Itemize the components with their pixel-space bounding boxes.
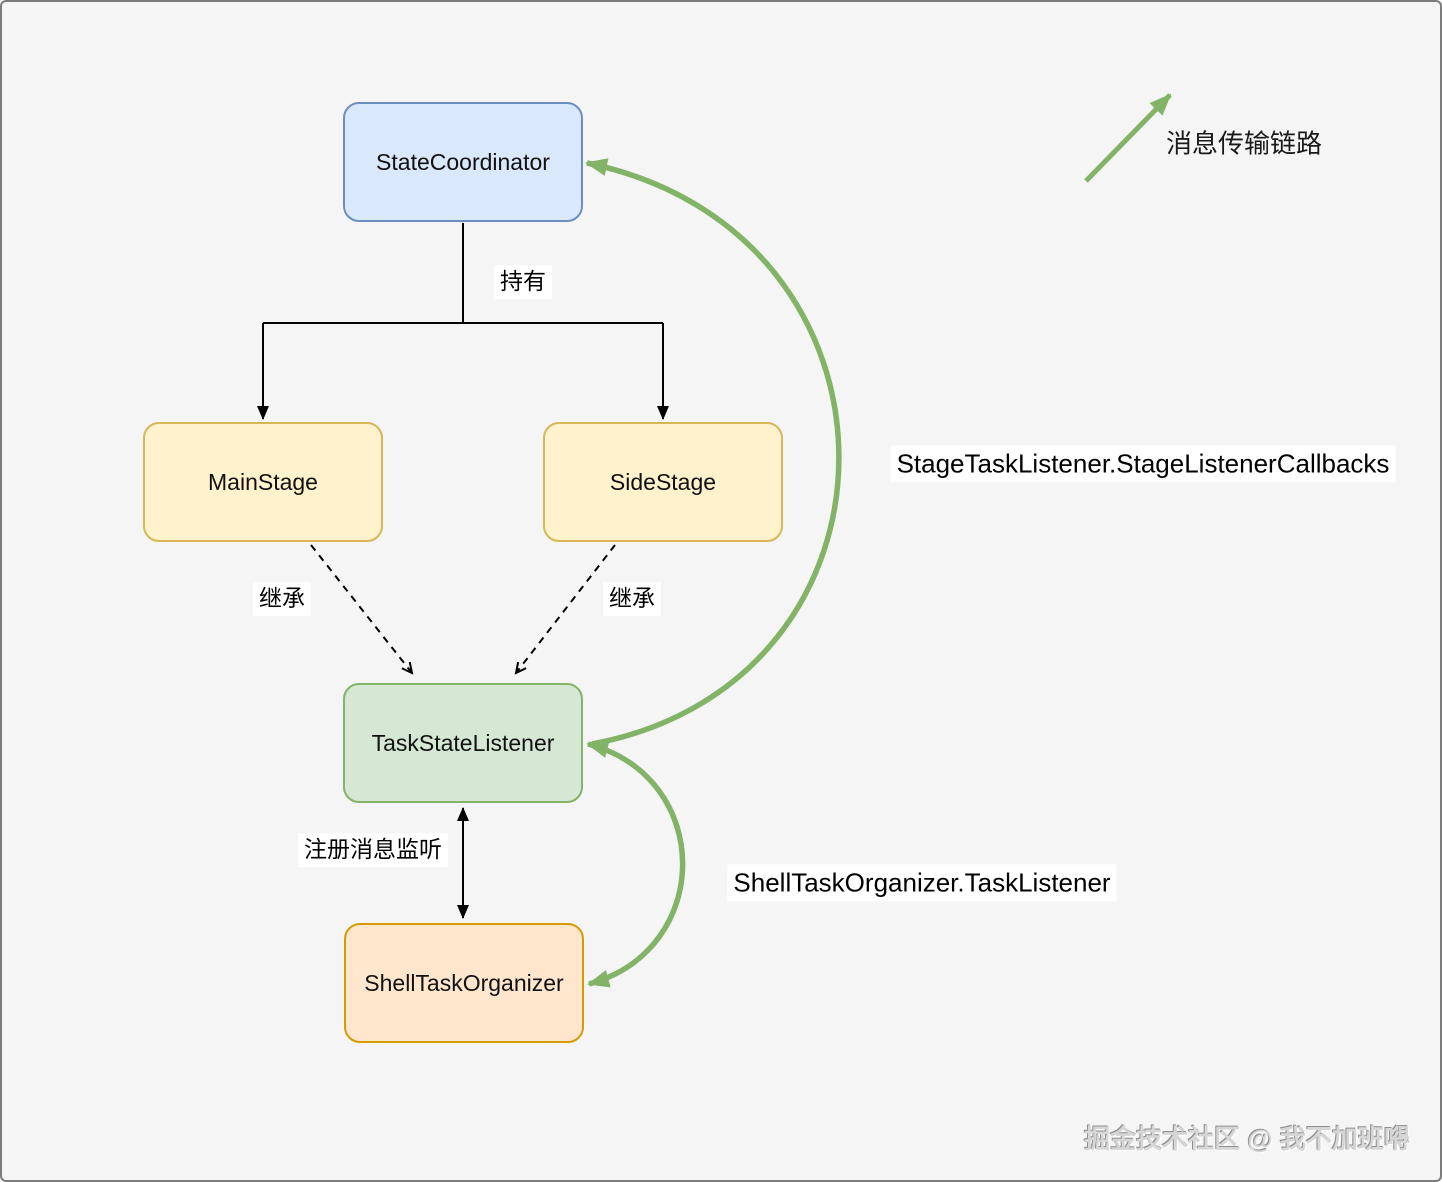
node-main-stage: MainStage xyxy=(143,422,383,542)
edge-label-inherit-right: 继承 xyxy=(603,582,661,616)
node-shell-task-organizer-label: ShellTaskOrganizer xyxy=(364,969,564,996)
edge-label-shell-task-listener: ShellTaskOrganizer.TaskListener xyxy=(727,864,1117,902)
node-main-stage-label: MainStage xyxy=(208,468,318,495)
legend-message-arrow xyxy=(1084,93,1172,183)
inherit-arrow-sidestage xyxy=(516,544,616,673)
edge-label-holds: 持有 xyxy=(494,265,552,299)
inherit-arrow-mainstage xyxy=(310,544,412,673)
node-task-state-listener-label: TaskStateListener xyxy=(371,729,555,756)
node-state-coordinator-label: StateCoordinator xyxy=(376,148,550,175)
node-shell-task-organizer: ShellTaskOrganizer xyxy=(344,923,584,1043)
message-curve-task-listener xyxy=(586,740,686,988)
legend-label: 消息传输链路 xyxy=(1165,128,1323,159)
holds-connector-trunk xyxy=(263,223,663,324)
edge-label-stage-listener-callbacks: StageTaskListener.StageListenerCallbacks xyxy=(890,445,1396,483)
node-side-stage-label: SideStage xyxy=(609,468,717,495)
node-task-state-listener: TaskStateListener xyxy=(343,683,583,803)
node-side-stage: SideStage xyxy=(543,422,783,542)
edge-label-register-listener: 注册消息监听 xyxy=(298,833,448,867)
message-curve-stage-callbacks xyxy=(585,158,842,747)
node-state-coordinator: StateCoordinator xyxy=(343,102,583,222)
edge-label-inherit-left: 继承 xyxy=(253,582,311,616)
watermark-text: 掘金技术社区 @ 我不加班嘚 xyxy=(1084,1124,1410,1154)
